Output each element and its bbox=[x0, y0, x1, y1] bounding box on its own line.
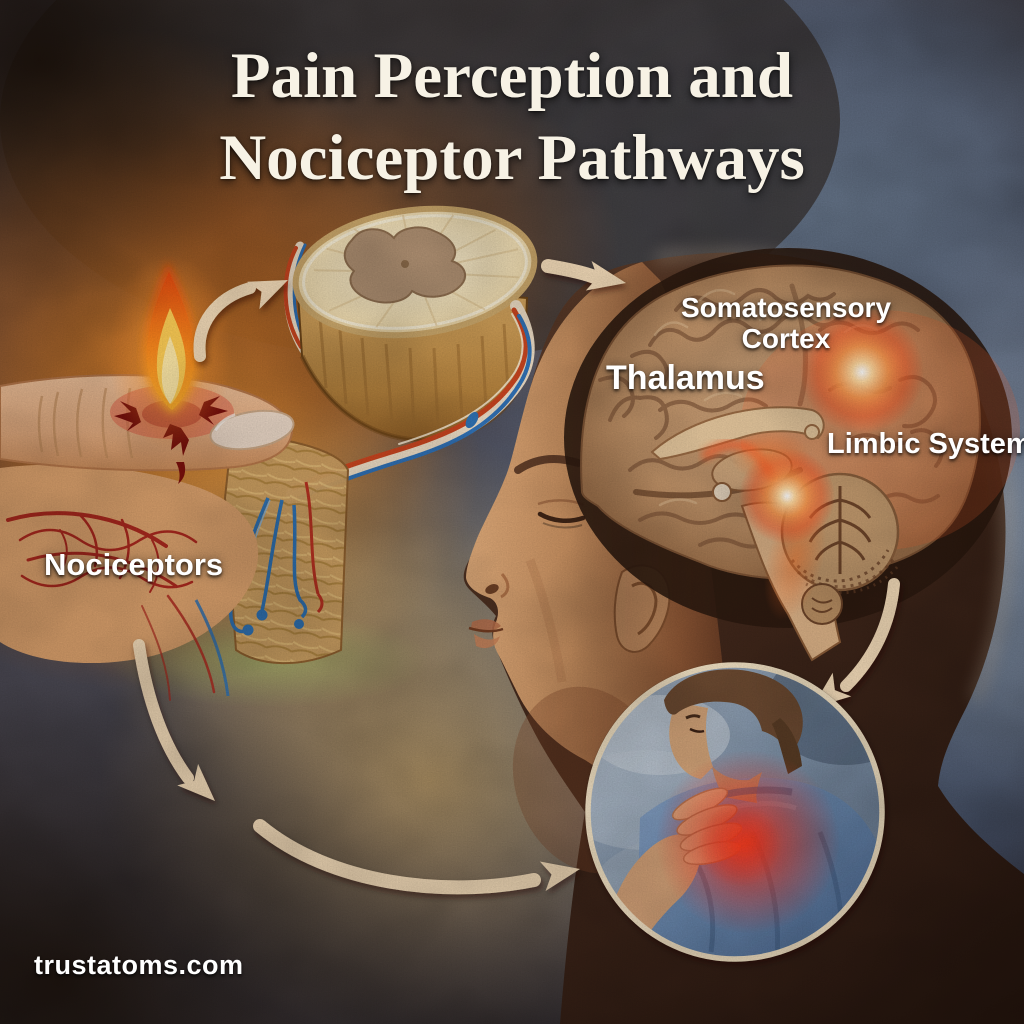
title-line-1: Pain Perception and bbox=[230, 40, 794, 112]
label-limbic-system: Limbic System bbox=[827, 428, 1024, 460]
label-somatosensory-cortex: Somatosensory Cortex bbox=[664, 292, 908, 355]
page-title: Pain Perception and Nociceptor Pathways bbox=[0, 36, 1024, 200]
label-thalamus: Thalamus bbox=[606, 359, 765, 397]
title-line-2: Nociceptor Pathways bbox=[219, 121, 805, 194]
label-nociceptors: Nociceptors bbox=[44, 547, 224, 582]
watermark-website: trustatoms.com bbox=[34, 950, 244, 980]
label-somatosensory-line1: Somatosensory bbox=[680, 292, 892, 323]
label-somatosensory-line2: Cortex bbox=[741, 323, 831, 355]
